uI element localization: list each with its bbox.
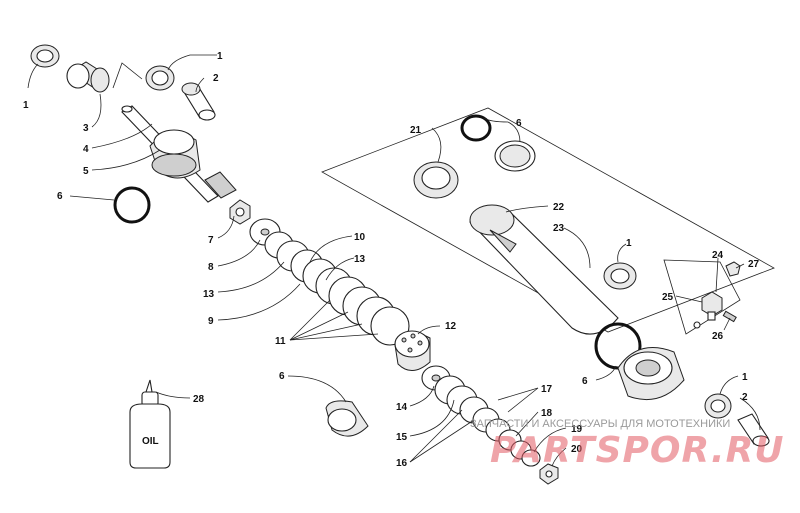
- part-oil-bottle: [129, 379, 171, 469]
- body-group-outline: [321, 107, 775, 333]
- callout-1-b: 1: [217, 51, 223, 62]
- callout-16: 16: [396, 458, 408, 469]
- callout-2-b: 2: [742, 392, 748, 403]
- part-spacer-top-left: [66, 61, 110, 93]
- callout-3: 3: [83, 123, 89, 134]
- part-bushing-top-center: [145, 65, 175, 91]
- callout-22: 22: [553, 202, 565, 213]
- callout-6-b: 6: [516, 118, 522, 129]
- part-bushing-bottom-right: [704, 393, 732, 419]
- callout-15: 15: [396, 432, 408, 443]
- callout-19: 19: [571, 424, 583, 435]
- callout-23: 23: [553, 223, 565, 234]
- part-nut-small: [229, 199, 251, 225]
- callout-18: 18: [541, 408, 553, 419]
- callout-6-a: 6: [57, 191, 63, 202]
- callout-2-a: 2: [213, 73, 219, 84]
- part-bushing-right: [603, 262, 637, 290]
- callout-13-a: 13: [203, 289, 215, 300]
- callout-4: 4: [83, 144, 89, 155]
- callout-6-c: 6: [582, 376, 588, 387]
- part-bushing-bottom-left: [325, 400, 369, 437]
- part-piston: [394, 330, 431, 371]
- callout-27: 27: [748, 259, 760, 270]
- callout-10: 10: [354, 232, 366, 243]
- part-oring-top: [460, 114, 492, 142]
- callout-28: 28: [193, 394, 205, 405]
- callout-7: 7: [208, 235, 214, 246]
- part-oring-left: [113, 186, 151, 224]
- callout-13-b: 13: [354, 254, 366, 265]
- leader-lines: [27, 54, 761, 467]
- callout-5: 5: [83, 166, 89, 177]
- part-band-ring: [494, 140, 536, 172]
- watermark-logo: PARTSPOR.RU: [490, 430, 785, 471]
- part-washer-stack: [249, 218, 410, 346]
- part-nut-bottom: [539, 463, 559, 485]
- callout-6-d: 6: [279, 371, 285, 382]
- callout-labels: 1 1 1 1 2 2 3 4 5 6 6 6 6 7 8 9 10 11 12…: [23, 51, 760, 469]
- part-washer-stack-lower: [421, 365, 541, 467]
- bottle-label: OIL: [142, 436, 159, 447]
- part-body-lower-eye: [617, 347, 685, 401]
- watermark-text: ЗАПЧАСТИ И АКСЕССУАРЫ ДЛЯ МОТОТЕХНИКИ: [470, 418, 731, 430]
- callout-12: 12: [445, 321, 457, 332]
- callout-17: 17: [541, 384, 553, 395]
- part-sleeve-top-center: [181, 82, 216, 121]
- part-body-cap: [413, 161, 459, 199]
- callout-11: 11: [275, 336, 286, 347]
- callout-1-c: 1: [626, 238, 632, 249]
- callout-1-d: 1: [742, 372, 748, 383]
- valve-group-outline: [663, 259, 741, 335]
- callout-14: 14: [396, 402, 408, 413]
- callout-20: 20: [571, 444, 583, 455]
- callout-8: 8: [208, 262, 214, 273]
- callout-1-a: 1: [23, 100, 29, 111]
- part-shaft-eye: [149, 129, 201, 179]
- callout-25: 25: [662, 292, 674, 303]
- callout-21: 21: [410, 125, 422, 136]
- callout-9: 9: [208, 316, 214, 327]
- part-sleeve-bottom-right: [737, 413, 770, 447]
- callout-26: 26: [712, 331, 724, 342]
- callout-24: 24: [712, 250, 724, 261]
- part-body-cylinder: [469, 204, 619, 335]
- part-valve-fitting: [693, 261, 741, 329]
- part-bushing-top-left: [30, 44, 60, 68]
